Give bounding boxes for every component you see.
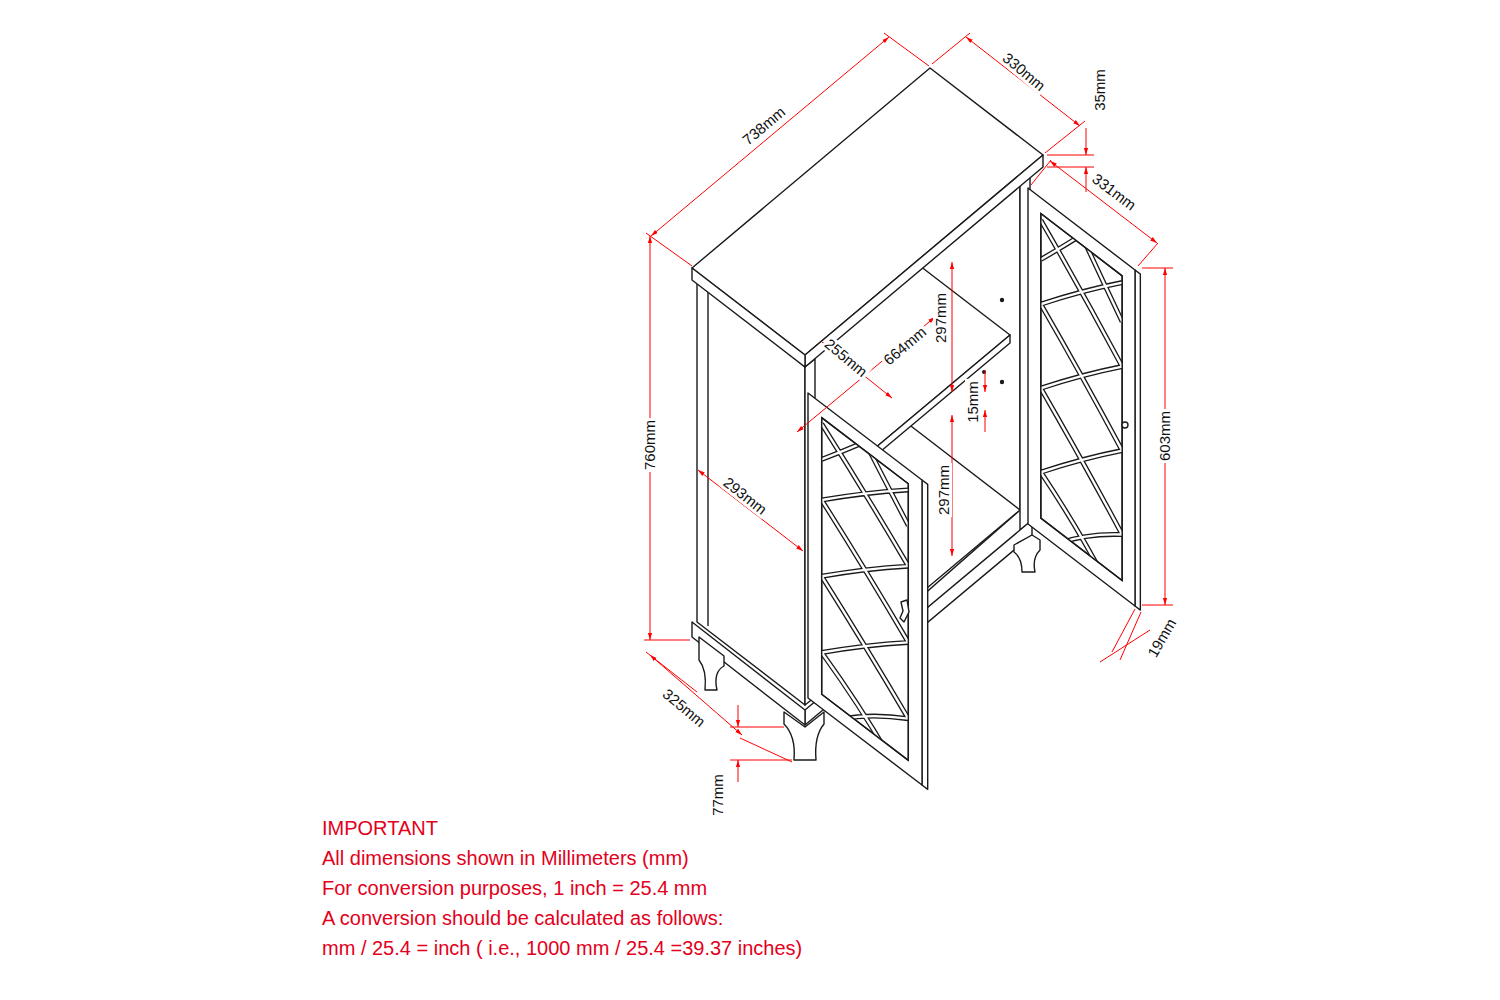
dimension-line <box>698 470 803 551</box>
cabinet-interior <box>1000 298 1004 302</box>
cabinet-door <box>1041 214 1122 581</box>
dimension-line <box>1047 167 1094 168</box>
cabinet-door <box>1028 188 1135 606</box>
dimension-label: 760mm <box>642 418 658 472</box>
dimension-label: 35mm <box>1092 67 1108 113</box>
dimension-line <box>1112 609 1135 652</box>
dimension-label: 19mm <box>1144 614 1181 662</box>
dimension-line <box>1031 160 1051 185</box>
dimension-line <box>985 370 986 392</box>
cabinet-door <box>808 393 928 789</box>
cabinet-door <box>1041 214 1122 581</box>
note-text: IMPORTANT <box>322 816 438 840</box>
dimension-line <box>738 705 739 727</box>
dimension-line <box>1142 605 1173 606</box>
dimension-line <box>1100 630 1150 662</box>
dimension-label: 77mm <box>710 772 726 818</box>
dimension-line <box>1138 243 1158 266</box>
door-knob <box>1122 422 1128 428</box>
dimension-line <box>884 33 929 66</box>
dimension-line <box>730 760 792 761</box>
dimension-line <box>1047 155 1094 156</box>
dimension-line <box>651 37 889 236</box>
cabinet-door <box>1041 214 1122 581</box>
cabinet-top <box>692 68 1043 367</box>
cabinet-body <box>707 289 708 626</box>
dimension-label: 325mm <box>658 685 710 732</box>
dimension-line <box>644 33 1173 782</box>
cabinet-door <box>808 393 922 785</box>
cabinet-door <box>1028 188 1140 610</box>
dimension-label: 297mm <box>933 291 949 345</box>
cabinet-body <box>692 622 805 725</box>
dimension-line <box>1050 161 1157 243</box>
dimension-line <box>985 410 986 432</box>
cabinet-door <box>1041 214 1122 581</box>
dimension-label: 255mm <box>820 335 872 382</box>
cabinet-door <box>922 480 928 789</box>
dimension-line <box>966 37 1080 126</box>
dimension-label: 738mm <box>738 103 790 150</box>
door-handle <box>900 600 909 622</box>
dimension-line <box>650 655 742 735</box>
cabinet-door <box>1041 214 1122 581</box>
cabinet-door <box>1135 270 1140 610</box>
dimension-line <box>646 233 692 266</box>
cabinet-door <box>822 418 909 761</box>
dimension-line <box>932 33 970 64</box>
dimension-line <box>1086 128 1087 155</box>
cabinet-door <box>822 418 909 761</box>
dimension-line <box>797 317 935 432</box>
cabinet-interior <box>1000 380 1004 384</box>
dimension-label: 293mm <box>719 473 771 519</box>
dimension-line <box>644 640 690 641</box>
dimension-label: 330mm <box>998 49 1050 96</box>
cabinet-door <box>822 418 909 761</box>
dimension-label: 15mm <box>965 379 981 425</box>
note-text: mm / 25.4 = inch ( i.e., 1000 mm / 25.4 … <box>322 936 802 960</box>
note-text: All dimensions shown in Millimeters (mm) <box>322 846 689 870</box>
dimension-line <box>1142 268 1173 269</box>
cabinet-leg <box>699 637 724 690</box>
cabinet-door <box>822 418 909 761</box>
cabinet-leg <box>784 712 824 760</box>
dimension-line <box>740 738 792 762</box>
dimension-label: 664mm <box>879 323 931 370</box>
cabinet-leg <box>1014 535 1040 572</box>
dimension-label: 297mm <box>936 463 952 517</box>
dimension-label: 331mm <box>1088 169 1141 214</box>
dimension-line <box>1120 612 1141 660</box>
cabinet-top <box>692 268 805 367</box>
dimension-line <box>952 262 953 392</box>
cabinet-door <box>822 418 909 761</box>
dimension-line <box>738 760 739 782</box>
dimension-label: 603mm <box>1157 409 1173 463</box>
note-text: A conversion should be calculated as fol… <box>322 906 723 930</box>
note-text: For conversion purposes, 1 inch = 25.4 m… <box>322 876 707 900</box>
